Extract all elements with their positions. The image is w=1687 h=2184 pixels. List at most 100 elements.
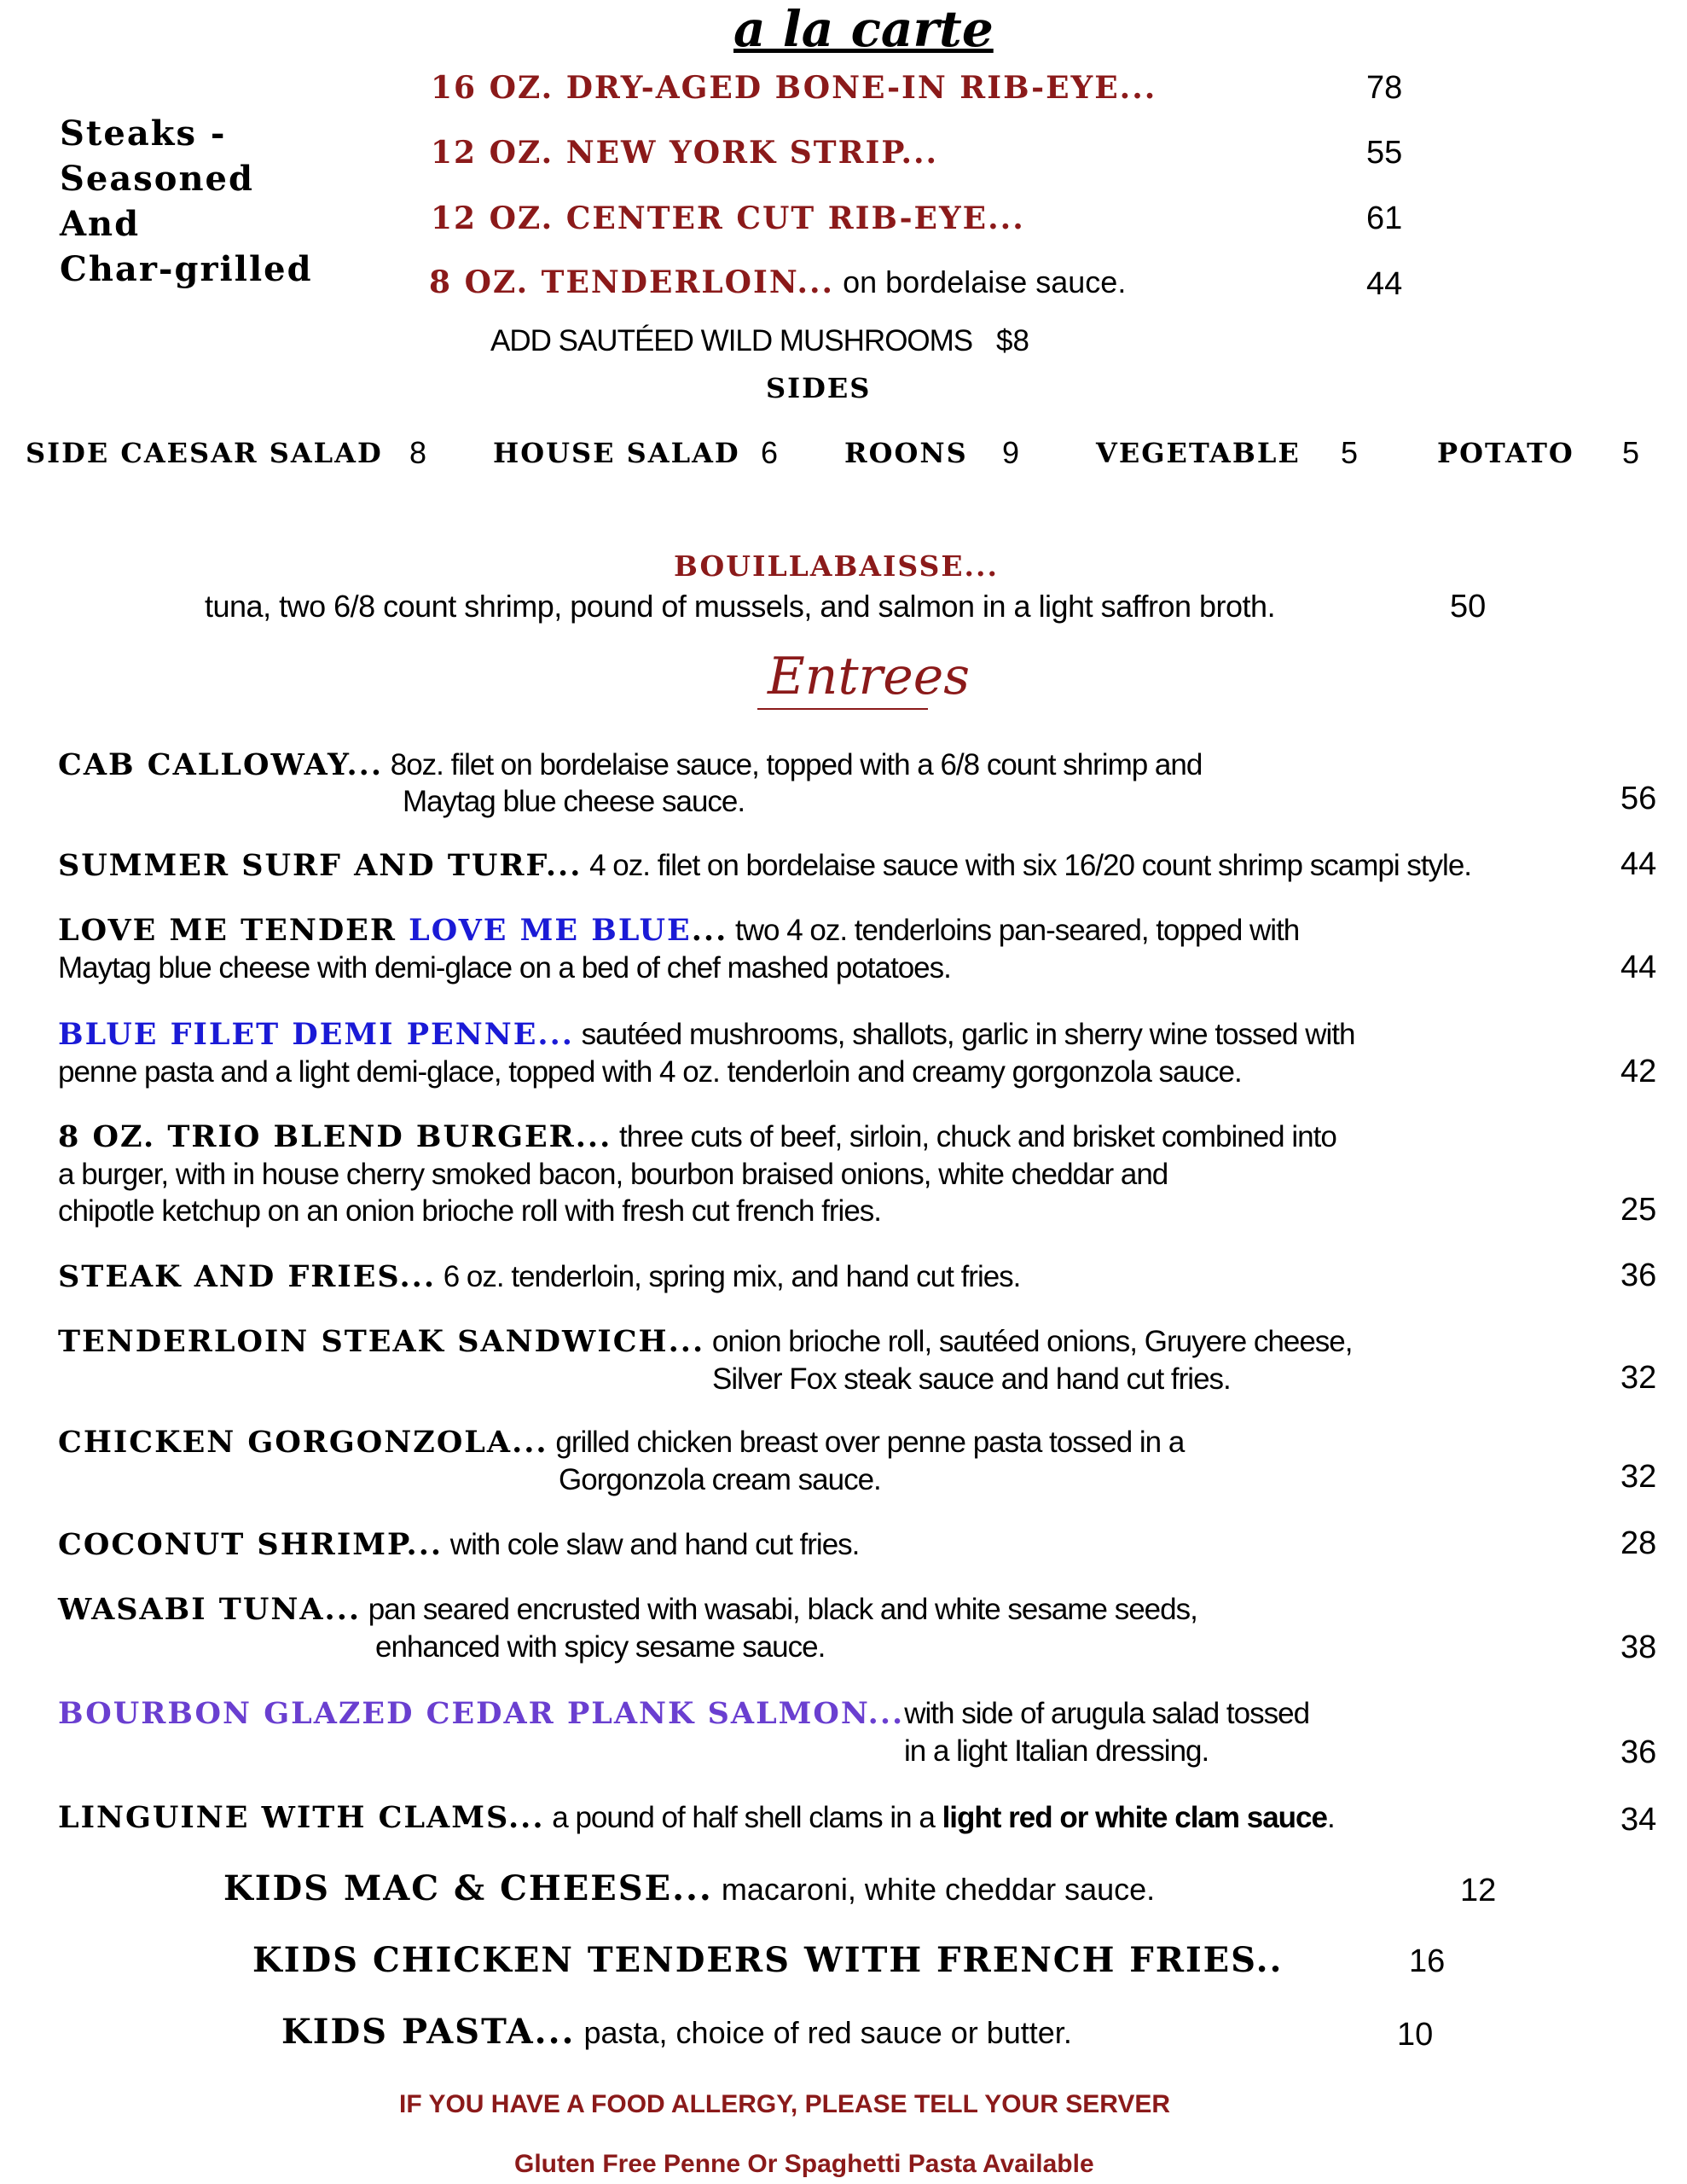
side-item-name: HOUSE SALAD (493, 437, 740, 469)
entree-name-highlight: LOVE ME BLUE (409, 913, 692, 948)
entree-price: 42 (1620, 1054, 1657, 1089)
side-item-price: 5 (1341, 435, 1359, 470)
entree-name: STEAK AND FRIES... (58, 1259, 437, 1294)
kids-item-desc: macaroni, white cheddar sauce. (712, 1872, 1156, 1907)
steak-item-price: 78 (1366, 70, 1403, 106)
kids-item-price: 10 (1397, 2017, 1434, 2053)
gluten-free-notice: Gluten Free Penne Or Spaghetti Pasta Ava… (514, 2150, 1094, 2178)
entree-item: WASABI TUNA... pan seared encrusted with… (58, 1592, 1198, 1627)
entree-desc-line: in a light Italian dressing. (904, 1734, 1209, 1768)
entree-desc: grilled chicken breast over penne pasta … (548, 1426, 1185, 1459)
entree-name: CHICKEN GORGONZOLA... (58, 1425, 548, 1460)
entree-desc: 4 oz. filet on bordelaise sauce with six… (582, 849, 1472, 882)
entree-item: TENDERLOIN STEAK SANDWICH... onion brioc… (58, 1324, 1354, 1359)
entree-price: 34 (1620, 1802, 1657, 1838)
entree-desc-bold: light red or white clam sauce (942, 1801, 1328, 1834)
bouillabaisse-price: 50 (1450, 589, 1487, 624)
entree-item: SUMMER SURF AND TURF... 4 oz. filet on b… (58, 848, 1472, 883)
entree-price: 32 (1620, 1360, 1657, 1396)
entree-desc-line: a burger, with in house cherry smoked ba… (58, 1158, 1168, 1191)
bouillabaisse-name: BOUILLABAISSE... (674, 549, 999, 583)
entree-name: SUMMER SURF AND TURF... (58, 848, 583, 883)
side-item-name: POTATO (1437, 437, 1574, 469)
entree-desc-tail: . (1326, 1801, 1336, 1834)
steak-item-price: 61 (1366, 200, 1403, 236)
entree-name-ellipsis: ... (691, 913, 728, 948)
entree-price: 28 (1620, 1525, 1657, 1561)
entrees-title: Entrees (768, 647, 971, 706)
side-item-name: SIDE CAESAR SALAD (26, 437, 383, 469)
entree-desc: 8oz. filet on bordelaise sauce, topped w… (383, 748, 1203, 781)
entree-name: WASABI TUNA... (58, 1592, 362, 1627)
sides-title: SIDES (766, 372, 872, 404)
kids-item-desc: pasta, choice of red sauce or butter. (575, 2015, 1072, 2050)
steak-item-name: 12 OZ. CENTER CUT RIB-EYE... (431, 200, 1025, 236)
entree-desc-line: chipotle ketchup on an onion brioche rol… (58, 1194, 882, 1228)
entree-price: 44 (1620, 846, 1657, 882)
kids-item-name: KIDS MAC & CHEESE... (223, 1868, 713, 1908)
entree-desc-line: penne pasta and a light demi-glace, topp… (58, 1055, 1243, 1089)
entree-name: COCONUT SHRIMP... (58, 1527, 443, 1562)
entree-desc: a pound of half shell clams in a (544, 1801, 942, 1834)
entree-desc: onion brioche roll, sautéed onions, Gruy… (704, 1325, 1354, 1358)
steaks-label: Steaks - Seasoned And Char-grilled (60, 111, 313, 292)
page-title: a la carte (733, 0, 994, 58)
steak-item-desc: on bordelaise sauce. (834, 264, 1127, 299)
entree-desc: with side of arugula salad tossed (904, 1697, 1310, 1730)
steaks-label-line: And (60, 204, 141, 244)
entree-desc: sautéed mushrooms, shallots, garlic in s… (573, 1018, 1356, 1051)
steaks-label-line: Steaks - (60, 113, 227, 154)
bouillabaisse-desc: tuna, two 6/8 count shrimp, pound of mus… (205, 589, 1276, 624)
entree-desc-line: Maytag blue cheese sauce. (403, 785, 745, 818)
entree-item: LOVE ME TENDER LOVE ME BLUE... two 4 oz.… (58, 913, 1300, 948)
steaks-label-line: Char-grilled (60, 249, 313, 289)
entree-desc: with cole slaw and hand cut fries. (443, 1528, 861, 1561)
steak-item: 8 OZ. TENDERLOIN... on bordelaise sauce. (429, 264, 1126, 300)
entree-desc-line: Silver Fox steak sauce and hand cut frie… (712, 1362, 1232, 1396)
entree-price: 44 (1620, 950, 1657, 985)
side-item-price: 6 (761, 435, 779, 470)
kids-item-price: 12 (1460, 1873, 1497, 1908)
entree-name: CAB CALLOWAY... (58, 747, 384, 782)
entree-price: 25 (1620, 1192, 1657, 1228)
side-item-price: 8 (409, 435, 427, 470)
entree-name: BLUE FILET DEMI PENNE... (58, 1017, 574, 1052)
entree-name: LOVE ME TENDER (58, 913, 409, 948)
kids-item-name: KIDS CHICKEN TENDERS WITH FRENCH FRIES.. (252, 1940, 1284, 1980)
kids-item: KIDS MAC & CHEESE... macaroni, white che… (223, 1868, 1155, 1908)
entree-item: BLUE FILET DEMI PENNE... sautéed mushroo… (58, 1017, 1356, 1052)
steak-item-name: 16 OZ. DRY-AGED BONE-IN RIB-EYE... (431, 70, 1157, 106)
entree-price: 38 (1620, 1629, 1657, 1665)
side-item-name: ROONS (844, 437, 968, 469)
entree-price: 36 (1620, 1734, 1657, 1770)
entree-item: STEAK AND FRIES... 6 oz. tenderloin, spr… (58, 1259, 1021, 1294)
entree-price: 36 (1620, 1258, 1657, 1293)
side-item-name: VEGETABLE (1096, 437, 1301, 469)
entree-desc: three cuts of beef, sirloin, chuck and b… (612, 1120, 1337, 1153)
entree-item: LINGUINE WITH CLAMS... a pound of half s… (58, 1800, 1336, 1835)
entree-desc: two 4 oz. tenderloins pan-seared, topped… (728, 914, 1300, 947)
entree-price: 56 (1620, 781, 1657, 816)
entree-desc-line: enhanced with spicy sesame sauce. (375, 1630, 826, 1664)
entree-item: COCONUT SHRIMP... with cole slaw and han… (58, 1527, 861, 1562)
side-item-price: 5 (1622, 435, 1640, 470)
entree-name: LINGUINE WITH CLAMS... (58, 1800, 545, 1835)
entree-desc-line: Gorgonzola cream sauce. (559, 1463, 882, 1496)
steak-item-name: 8 OZ. TENDERLOIN... (429, 264, 835, 300)
steaks-label-line: Seasoned (60, 159, 254, 199)
side-item-price: 9 (1002, 435, 1020, 470)
steak-item-price: 44 (1366, 266, 1403, 302)
entree-desc: pan seared encrusted with wasabi, black … (361, 1593, 1198, 1626)
allergy-notice: IF YOU HAVE A FOOD ALLERGY, PLEASE TELL … (399, 2090, 1171, 2118)
kids-item-name: KIDS PASTA... (281, 2012, 576, 2052)
entree-item: BOURBON GLAZED CEDAR PLANK SALMON...with… (58, 1696, 1310, 1731)
entree-item: CHICKEN GORGONZOLA... grilled chicken br… (58, 1425, 1185, 1460)
entree-name: BOURBON GLAZED CEDAR PLANK SALMON... (58, 1696, 905, 1731)
entrees-underline (757, 708, 928, 710)
steak-item-price: 55 (1366, 135, 1403, 171)
entree-item: CAB CALLOWAY... 8oz. filet on bordelaise… (58, 747, 1203, 782)
entree-desc-line: Maytag blue cheese with demi-glace on a … (58, 951, 952, 985)
entree-name: TENDERLOIN STEAK SANDWICH... (58, 1324, 705, 1359)
addon-price: $8 (996, 324, 1029, 357)
entree-item: 8 OZ. TRIO BLEND BURGER... three cuts of… (58, 1119, 1337, 1154)
